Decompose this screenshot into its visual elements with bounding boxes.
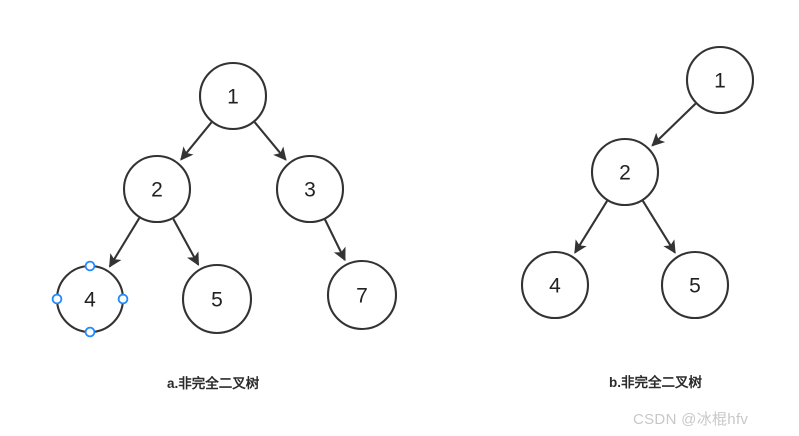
node-circle-4[interactable] <box>520 250 590 320</box>
tree-node-1[interactable]: 1 <box>198 61 268 131</box>
nodes-group-a: 1 2 3 4 5 7 <box>55 61 398 335</box>
tree-edge-a1-to-a3[interactable] <box>253 121 287 161</box>
node-label-1: 1 <box>714 70 726 93</box>
tree-node-3[interactable]: 3 <box>275 154 345 224</box>
node-label-3: 3 <box>304 179 316 202</box>
node-circle-1[interactable] <box>685 45 755 115</box>
tree-edge-a3-to-a7[interactable] <box>324 219 346 262</box>
caption-diagram-b: b.非完全二叉树 <box>609 375 702 390</box>
selection-handle-top[interactable] <box>84 260 96 272</box>
node-circle-2[interactable] <box>122 154 192 224</box>
tree-node-2[interactable]: 2 <box>122 154 192 224</box>
tree-edge-b2-to-b4[interactable] <box>574 200 608 254</box>
tree-edge-a2-to-a5[interactable] <box>172 218 200 266</box>
tree-edge-a1-to-a2[interactable] <box>180 121 213 161</box>
csdn-watermark: CSDN @冰棍hfv <box>633 411 749 428</box>
node-label-7: 7 <box>356 285 368 308</box>
edges-group-b <box>574 102 697 254</box>
tree-node-4[interactable]: 4 <box>55 264 125 334</box>
node-label-2: 2 <box>151 179 163 202</box>
selection-handle-right[interactable] <box>117 293 129 305</box>
node-label-4: 4 <box>549 275 561 298</box>
tree-edge-b1-to-b2[interactable] <box>651 102 697 147</box>
node-label-2: 2 <box>619 162 631 185</box>
node-circle-5[interactable] <box>660 250 730 320</box>
selection-handle-left[interactable] <box>51 293 63 305</box>
node-label-5: 5 <box>211 289 223 312</box>
node-circle-2[interactable] <box>590 137 660 207</box>
edges-group-a <box>108 121 346 268</box>
tree-node-2[interactable]: 2 <box>590 137 660 207</box>
caption-diagram-a: a.非完全二叉树 <box>167 376 260 391</box>
node-circle-5[interactable] <box>181 263 253 335</box>
tree-node-1[interactable]: 1 <box>685 45 755 115</box>
selection-handles-group <box>51 260 129 338</box>
tree-node-5[interactable]: 5 <box>181 263 253 335</box>
node-label-5: 5 <box>689 275 701 298</box>
node-circle-7[interactable] <box>326 259 398 331</box>
node-label-4: 4 <box>84 289 96 312</box>
tree-edge-a2-to-a4[interactable] <box>108 217 141 268</box>
node-label-1: 1 <box>227 86 239 109</box>
tree-node-5[interactable]: 5 <box>660 250 730 320</box>
tree-node-7[interactable]: 7 <box>326 259 398 331</box>
tree-edge-b2-to-b5[interactable] <box>642 200 676 254</box>
node-circle-1[interactable] <box>198 61 268 131</box>
tree-node-4[interactable]: 4 <box>520 250 590 320</box>
node-circle-3[interactable] <box>275 154 345 224</box>
nodes-group-b: 1 2 4 5 <box>520 45 755 320</box>
selection-handle-bottom[interactable] <box>84 326 96 338</box>
